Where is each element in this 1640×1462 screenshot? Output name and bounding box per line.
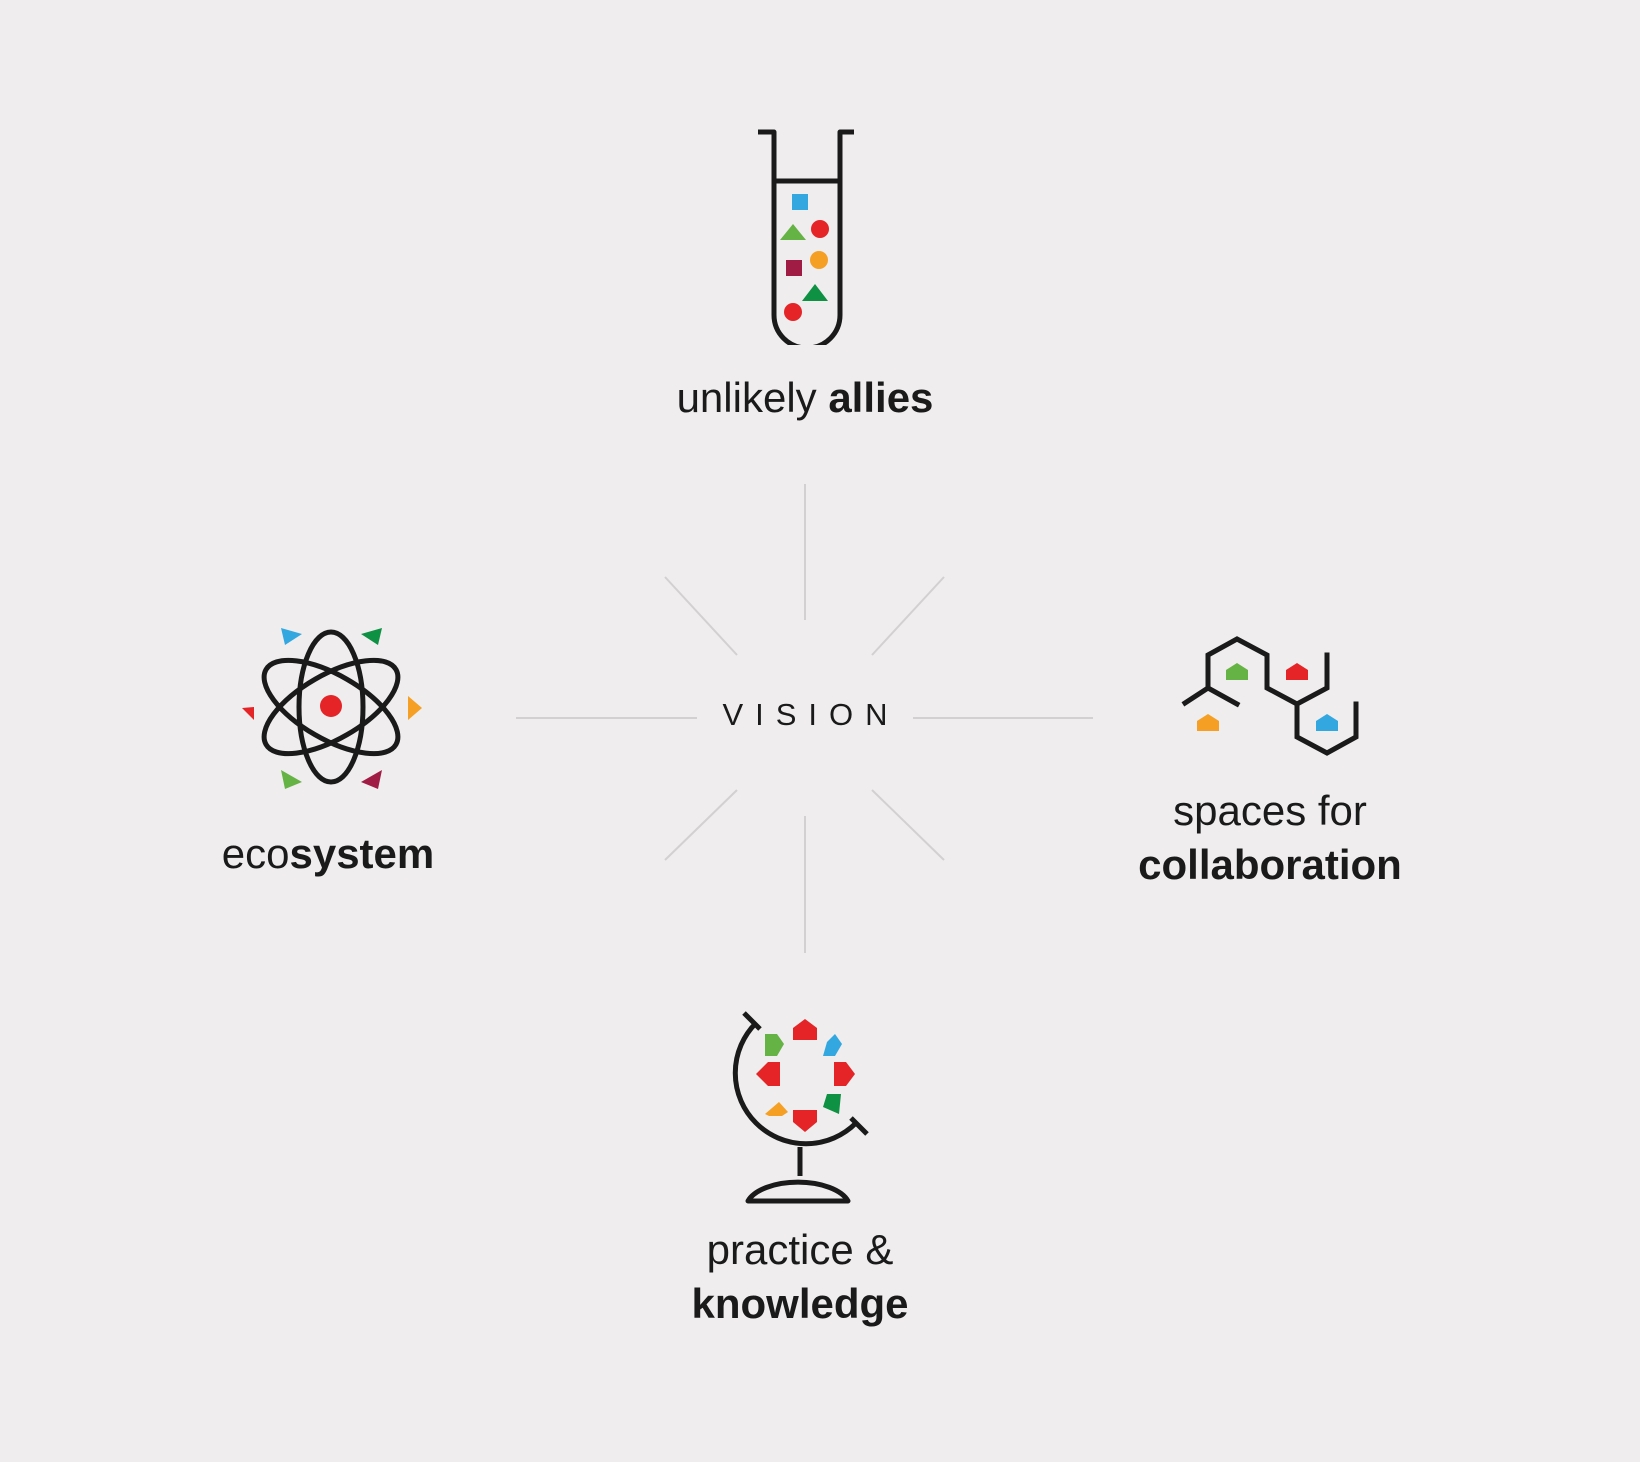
practice-label: practice & knowledge [691, 1223, 908, 1331]
test-tube-icon [758, 129, 854, 345]
allies-label-light: unlikely [676, 374, 829, 421]
ecosystem-label-light: eco [221, 830, 290, 877]
allies-label-bold: allies [828, 374, 934, 421]
spaces-label-bold: collaboration [1138, 841, 1402, 888]
globe-icon [732, 1011, 869, 1204]
spaces-label: spaces for collaboration [1138, 784, 1402, 892]
ray-bottom-right [871, 789, 945, 861]
ray-bottom-left [664, 789, 738, 861]
spaces-label-light: spaces for [1173, 787, 1367, 834]
atom-icon [242, 628, 422, 789]
ecosystem-label-bold: system [289, 830, 435, 877]
vision-label: VISION [722, 697, 900, 732]
practice-label-light: practice & [706, 1226, 894, 1273]
practice-label-bold: knowledge [691, 1280, 909, 1327]
hexagon-network-icon [1181, 636, 1359, 756]
ray-top-left [664, 576, 738, 656]
ecosystem-label: ecosystem [222, 827, 434, 881]
allies-label: unlikely allies [677, 371, 934, 425]
ray-top-right [871, 576, 945, 656]
